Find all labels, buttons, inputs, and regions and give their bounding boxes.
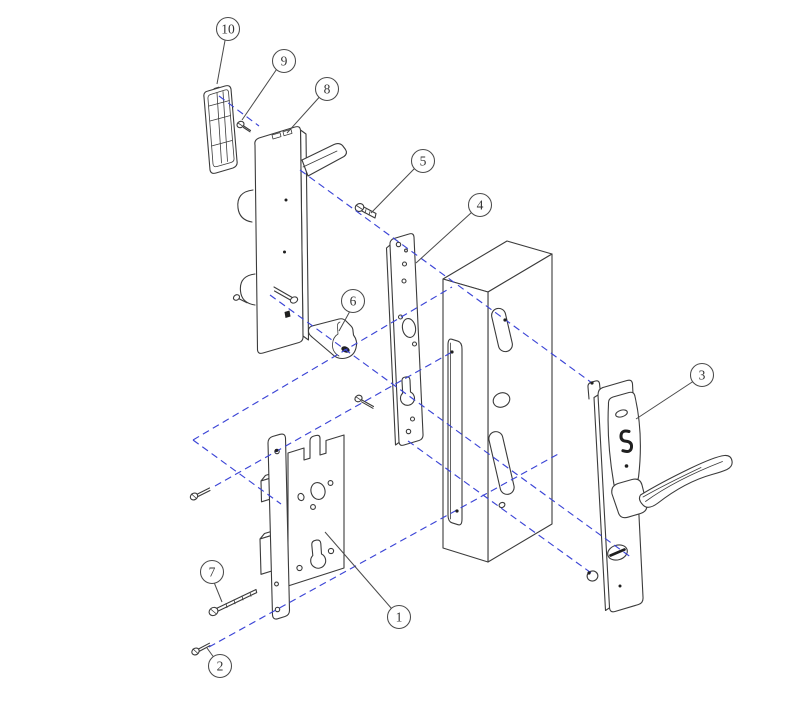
axis-align-upper [192,286,453,441]
callout-number: 3 [699,368,706,383]
handle-loop-upper [237,189,254,223]
callout-circle [199,559,225,585]
callout-1: 1 [324,531,412,630]
callout-number: 8 [324,82,331,97]
mortise-channel [447,338,463,526]
callout-circle [386,604,412,630]
axis-align-lower [208,452,561,648]
axis-cylinder [269,294,633,559]
door-section [442,240,553,563]
housing-front-face [254,126,304,354]
callout-number: 6 [350,294,357,309]
callout-6: 6 [338,288,366,332]
axis-anchor-dots [274,318,594,575]
callout-10: 10 [215,16,241,85]
axis-spindle-a [218,95,260,127]
callout-number: 1 [396,610,403,625]
assembly-axis-lines [192,95,633,648]
brand-logo [619,429,634,453]
door-front-face [487,253,553,563]
callout-circle [340,288,366,314]
interior-lock-unit [232,126,348,354]
door-slot-upper [491,307,513,353]
bottom-screw [191,642,211,656]
callout-7: 7 [199,559,225,603]
door-slot-lower [488,431,515,495]
callout-number: 9 [281,54,288,69]
callout-9: 9 [241,48,297,121]
callout-2: 2 [206,647,233,679]
connecting-screw [208,588,258,617]
callout-number: 7 [209,565,216,580]
callout-8: 8 [286,76,340,134]
callout-4: 4 [415,192,493,264]
faceplate-screw [354,203,377,219]
parts-outlines [189,85,733,656]
cylinder-screw [354,394,375,409]
callout-number: 5 [420,154,427,169]
callout-5: 5 [370,148,436,214]
lock-faceplate-strip [267,433,291,620]
callout-number: 4 [477,198,484,213]
callout-circle [689,362,715,388]
indicator-window [615,409,628,418]
axis-lower-right [407,440,595,576]
callout-circle [215,16,241,42]
callout-circle [410,148,436,174]
handle-bar [301,143,348,177]
handle-loop-lower [239,273,256,306]
mounting-screw-upper [189,487,211,501]
callout-number: 2 [217,659,224,674]
axis-spindle-b [299,169,593,384]
edge-knob [586,570,599,582]
case-euro-cutout [310,539,327,569]
euro-cutout [399,376,416,406]
door-edge-face [442,278,489,563]
callout-circle [467,192,493,218]
callout-circle [271,48,297,74]
spindle-post [587,380,602,400]
callout-circle [314,76,340,102]
callout-3: 3 [635,362,715,420]
lock-faceplate [385,233,424,446]
cover-screw [236,120,252,133]
callout-number: 10 [221,22,235,37]
callout-circle [207,653,233,679]
exterior-handle-unit [586,379,733,613]
mortise-lock-body [259,433,345,620]
battery-cover [203,85,238,174]
lever-handle [638,454,733,508]
lock-case [287,434,345,587]
axis-lower-left [192,439,282,505]
callouts: 10 9 8 5 4 6 3 [199,16,715,679]
